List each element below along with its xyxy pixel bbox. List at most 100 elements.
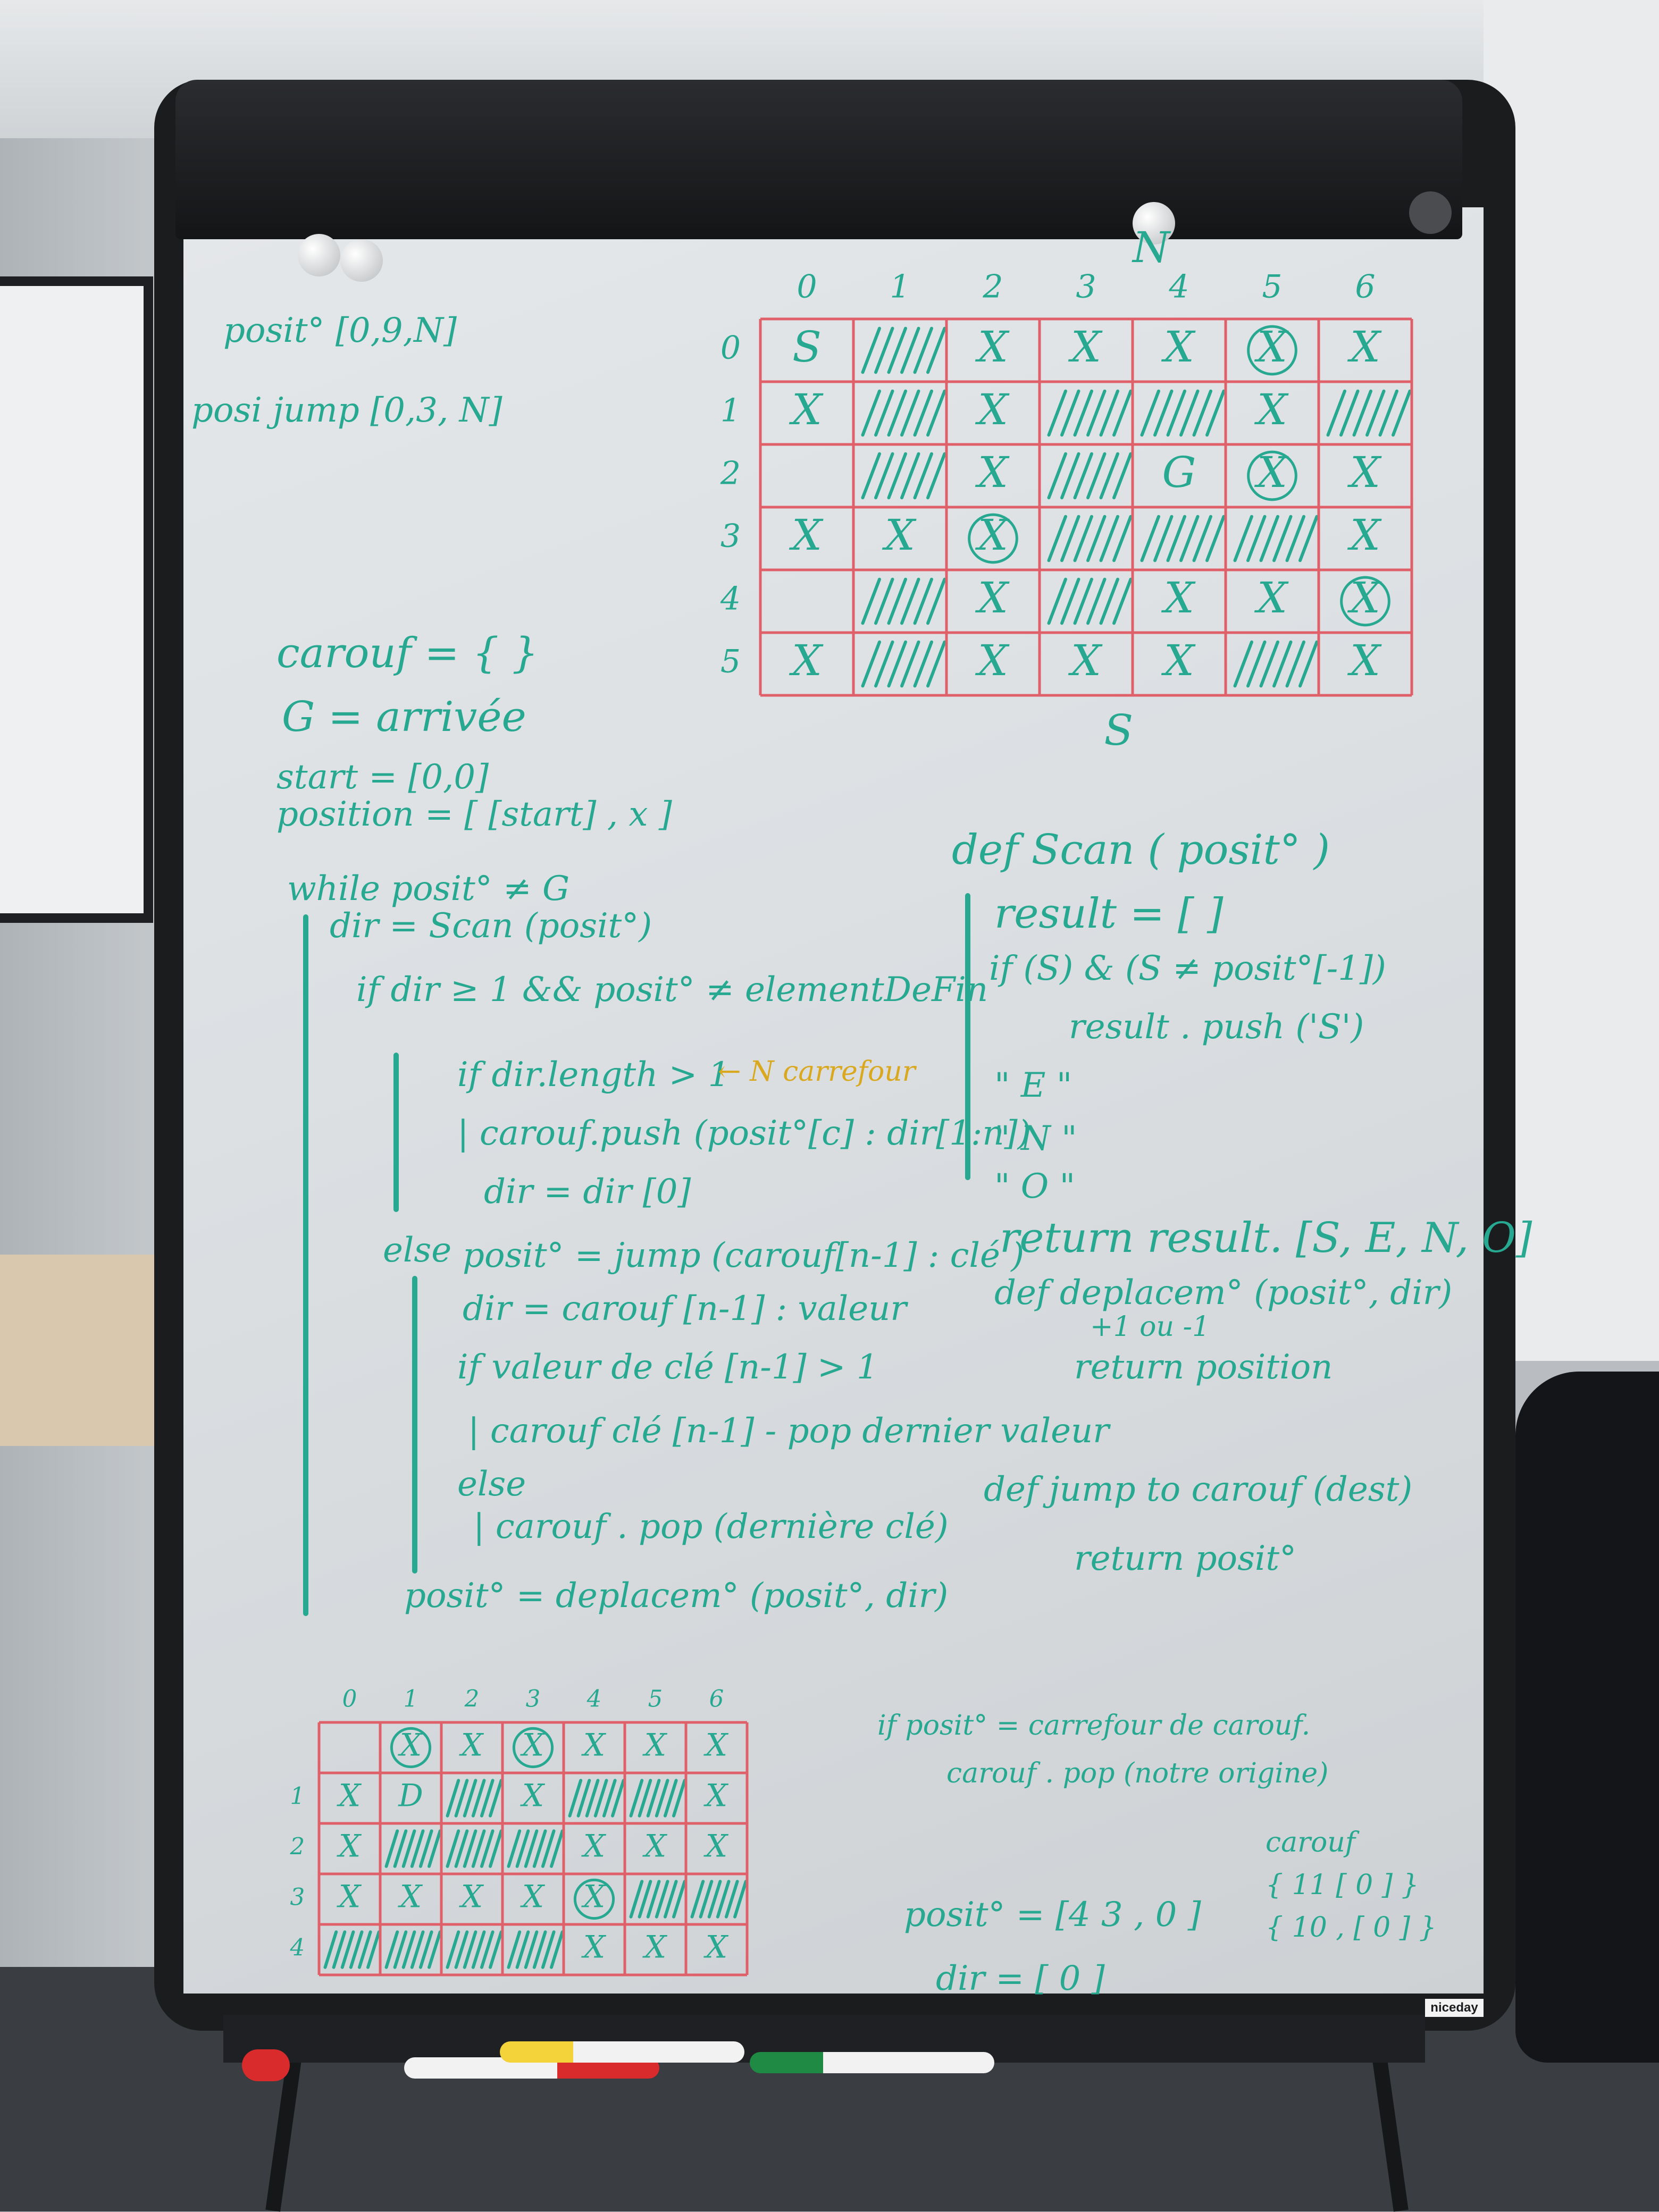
note-dir-valeur: dir = carouf [n-1] : valeur [463, 1289, 907, 1328]
cell-mark: X [642, 1828, 668, 1864]
row-header: 0 [720, 330, 741, 367]
hatch-stroke [471, 1829, 486, 1868]
cell-mark: X [1161, 573, 1196, 623]
grid-cell: X [520, 1778, 546, 1814]
hatch-stroke [349, 1930, 364, 1969]
cell-mark: X [1068, 322, 1103, 372]
hatch-stroke [900, 640, 920, 688]
note-def-scan: def Scan ( posit° ) [952, 826, 1330, 874]
grid-cell: X [975, 385, 1010, 434]
hatch-stroke [446, 1930, 460, 1969]
row-header: 3 [290, 1885, 305, 1911]
hatch-stroke [1073, 389, 1093, 437]
grid-cell: X [573, 1878, 615, 1920]
grid-cell: X [975, 322, 1010, 372]
cell-mark: X [1254, 573, 1289, 623]
hatch-stroke [1272, 515, 1293, 562]
visited-circle [512, 1727, 554, 1769]
hatch-stroke [463, 1829, 477, 1868]
note-start: start = [0,0] [276, 758, 489, 797]
cell-mark: X [1068, 636, 1103, 685]
hatch-stroke [480, 1930, 495, 1969]
cell-mark: X [1254, 322, 1289, 372]
column-header: 3 [526, 1686, 541, 1712]
hatch-stroke [638, 1779, 652, 1818]
hatch-stroke [393, 1829, 408, 1868]
cell-mark: X [459, 1879, 484, 1915]
visited-circle [1340, 576, 1390, 627]
note-carouf-entry1: { 11 [ 0 ] } [1266, 1869, 1419, 1901]
hatch-stroke [357, 1930, 372, 1969]
hatch-stroke [1060, 452, 1080, 500]
grid-cell [861, 640, 946, 688]
column-header: 2 [464, 1686, 480, 1712]
hatch-stroke [1233, 515, 1253, 562]
note-bottom-dir: dir = [ 0 ] [936, 1959, 1105, 1998]
hatch-stroke [384, 1829, 399, 1868]
hatch-stroke [926, 577, 946, 625]
note-while: while posit° ≠ G [287, 869, 570, 909]
cell-mark: X [1254, 448, 1289, 497]
grid-cell [507, 1930, 564, 1969]
visited-circle [573, 1878, 615, 1920]
note-push-s: result . push ('S') [1069, 1007, 1364, 1047]
row-header: 4 [720, 581, 741, 618]
hatch-stroke [1153, 515, 1174, 562]
grid-cell [861, 452, 946, 500]
note-if-length: if dir.length > 1 [457, 1055, 730, 1095]
hatch-stroke [913, 577, 933, 625]
row-header: 1 [720, 392, 741, 430]
grid-cell: X [398, 1879, 423, 1915]
cell-mark: G [1162, 448, 1196, 497]
grid-cell [507, 1829, 564, 1868]
row-header: 5 [720, 643, 741, 680]
hatch-stroke [507, 1930, 522, 1969]
cell-mark: X [581, 1727, 607, 1763]
hatch-stroke [471, 1779, 486, 1818]
hatch-stroke [524, 1930, 539, 1969]
hatch-stroke [1192, 389, 1212, 437]
hatch-stroke [524, 1829, 539, 1868]
hatch-stroke [1272, 640, 1293, 688]
projector-screen [0, 276, 153, 923]
hatch-stroke [887, 577, 907, 625]
hatch-stroke [480, 1829, 495, 1868]
cell-mark: X [789, 636, 824, 685]
cell-mark: X [520, 1879, 546, 1915]
hatch-stroke [1086, 577, 1107, 625]
hatch-stroke [1140, 515, 1160, 562]
hatch-stroke [1326, 389, 1346, 437]
hatch-stroke [900, 326, 920, 374]
grid-cell: X [1347, 448, 1382, 497]
grid-cell: G [1162, 448, 1196, 497]
grid-cell: X [789, 636, 824, 685]
hatch-stroke [366, 1930, 381, 1969]
grid-cell [446, 1779, 503, 1818]
visited-circle [390, 1727, 432, 1769]
hatch-stroke [887, 640, 907, 688]
hatch-stroke [550, 1930, 564, 1969]
grid-cell: X [459, 1727, 484, 1763]
visited-circle [1247, 450, 1297, 501]
hatch-stroke [401, 1829, 416, 1868]
hatch-stroke [1112, 577, 1133, 625]
hatch-stroke [874, 577, 894, 625]
hatch-stroke [446, 1779, 460, 1818]
grid-cell: X [1068, 636, 1103, 685]
hatch-stroke [585, 1779, 600, 1818]
hatch-stroke [887, 326, 907, 374]
grid-cell [384, 1930, 442, 1969]
row-header: 4 [290, 1935, 305, 1962]
grid-cell [446, 1930, 503, 1969]
hatch-stroke [418, 1829, 433, 1868]
hatch-stroke [638, 1880, 652, 1919]
hatch-stroke [926, 452, 946, 500]
hatch-stroke [1099, 577, 1119, 625]
grid-cell: X [581, 1727, 607, 1763]
grid-cell: X [390, 1727, 432, 1769]
visited-circle [1247, 325, 1297, 376]
hatch-stroke [463, 1930, 477, 1969]
cell-mark: D [398, 1778, 423, 1814]
cell-mark: X [789, 385, 824, 434]
